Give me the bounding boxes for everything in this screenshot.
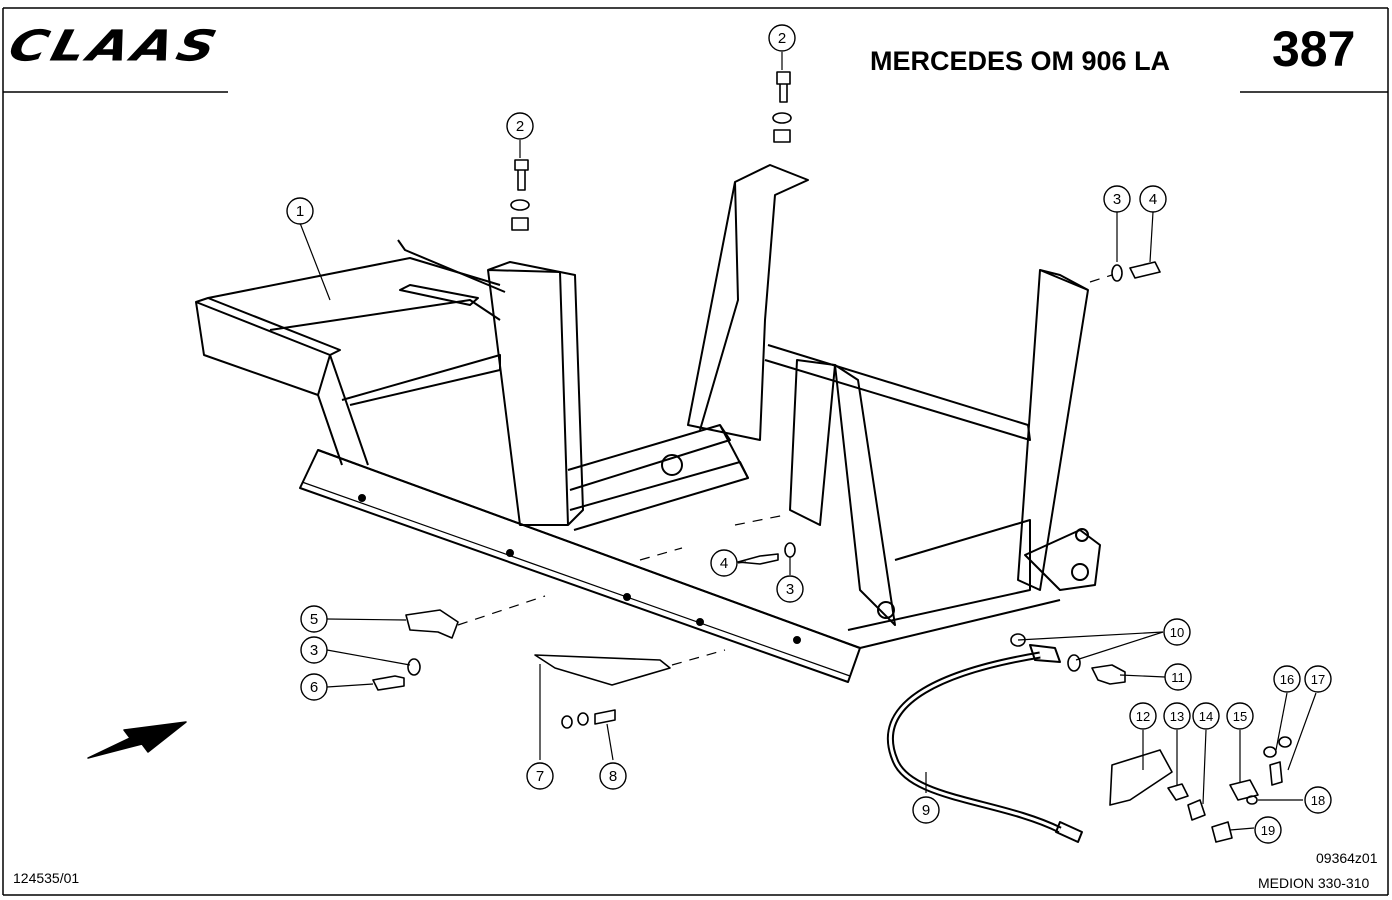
callout-circle — [1304, 665, 1332, 693]
callout-label: 5 — [310, 611, 318, 628]
page-title: MERCEDES OM 906 LA — [870, 46, 1171, 76]
page-frame — [2, 7, 1389, 896]
callout-4: 4 — [710, 549, 738, 577]
callout-circle — [1129, 702, 1157, 730]
callout-label: 2 — [778, 30, 786, 47]
callout-label: 13 — [1170, 709, 1184, 724]
engine-frame-assembly — [195, 164, 1101, 683]
page-number: 387 — [1272, 21, 1356, 77]
callout-label: 4 — [1149, 191, 1157, 208]
callout-circle — [286, 197, 314, 225]
callout-14: 14 — [1192, 702, 1220, 730]
callout-circle — [599, 762, 627, 790]
callout-label: 19 — [1261, 823, 1275, 838]
callout-circle — [1139, 185, 1167, 213]
callout-circle — [710, 549, 738, 577]
callout-label: 15 — [1233, 709, 1247, 724]
callout-label: 17 — [1311, 672, 1325, 687]
callout-3: 3 — [300, 636, 328, 664]
callout-circle — [1192, 702, 1220, 730]
model-label: MEDION 330-310 — [1258, 875, 1370, 891]
callout-4: 4 — [1139, 185, 1167, 213]
callout-circle — [1226, 702, 1254, 730]
callout-9: 9 — [912, 796, 940, 824]
callout-label: 6 — [310, 679, 318, 696]
callout-circle — [1163, 702, 1191, 730]
callout-circle — [300, 605, 328, 633]
drawing-number: 09364z01 — [1316, 850, 1378, 866]
callout-17: 17 — [1304, 665, 1332, 693]
callout-2: 2 — [768, 24, 796, 52]
callout-16: 16 — [1273, 665, 1301, 693]
callout-label: 2 — [516, 118, 524, 135]
callout-2: 2 — [506, 112, 534, 140]
callout-5: 5 — [300, 605, 328, 633]
callout-6: 6 — [300, 673, 328, 701]
callout-circle — [1163, 618, 1191, 646]
callout-label: 18 — [1311, 793, 1325, 808]
callout-15: 15 — [1226, 702, 1254, 730]
assembly-dashes — [457, 274, 1113, 666]
leader-lines — [299, 52, 1317, 831]
callout-circle — [300, 673, 328, 701]
callout-label: 3 — [1113, 191, 1121, 208]
callout-13: 13 — [1163, 702, 1191, 730]
callout-3: 3 — [776, 575, 804, 603]
callout-12: 12 — [1129, 702, 1157, 730]
fastener-hardware — [372, 71, 1292, 843]
callout-circle — [1254, 816, 1282, 844]
callout-19: 19 — [1254, 816, 1282, 844]
callout-label: 8 — [609, 768, 617, 785]
callout-circle — [1273, 665, 1301, 693]
callout-label: 4 — [720, 555, 728, 572]
direction-arrow-icon — [87, 721, 187, 759]
callout-circle — [776, 575, 804, 603]
callout-circle — [1304, 786, 1332, 814]
callout-11: 11 — [1164, 663, 1192, 691]
callout-3: 3 — [1103, 185, 1131, 213]
callout-circle — [526, 762, 554, 790]
callout-circle — [912, 796, 940, 824]
callout-label: 14 — [1199, 709, 1213, 724]
document-number: 124535/01 — [13, 870, 80, 886]
callout-18: 18 — [1304, 786, 1332, 814]
callout-label: 10 — [1170, 625, 1184, 640]
callout-label: 11 — [1171, 670, 1185, 685]
callout-circle — [506, 112, 534, 140]
callout-label: 9 — [922, 802, 930, 819]
callout-circle — [1103, 185, 1131, 213]
callout-circle — [1164, 663, 1192, 691]
callout-label: 3 — [786, 581, 794, 598]
callout-label: 3 — [310, 642, 318, 659]
callout-label: 16 — [1280, 672, 1294, 687]
callout-8: 8 — [599, 762, 627, 790]
callout-1: 1 — [286, 197, 314, 225]
callout-7: 7 — [526, 762, 554, 790]
callout-circle — [768, 24, 796, 52]
callout-label: 12 — [1136, 709, 1150, 724]
callout-label: 7 — [536, 768, 544, 785]
callout-circle — [300, 636, 328, 664]
hydraulic-hose — [886, 644, 1083, 843]
callout-10: 10 — [1163, 618, 1191, 646]
callout-label: 1 — [296, 203, 304, 220]
